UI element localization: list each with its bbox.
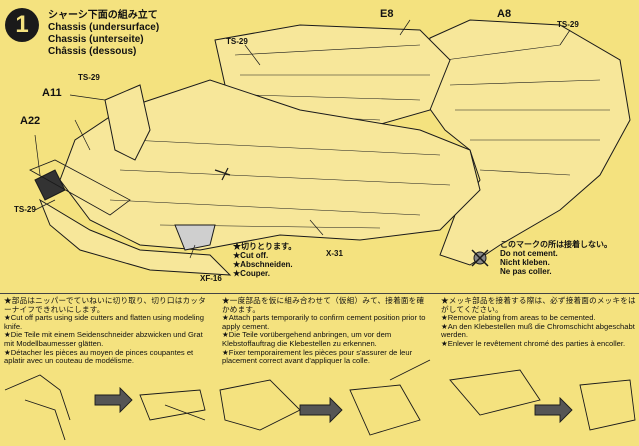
cut-note-en: ★Cut off. (233, 251, 269, 260)
label-a22: A22 (20, 115, 41, 127)
sketch-knife (139, 389, 206, 421)
instruction-plating-de: ★An den Klebestellen muß die Chromschich… (441, 321, 635, 340)
label-a11: A11 (42, 87, 62, 99)
chassis-floor (59, 79, 481, 251)
label-ts29-b: TS-29 (226, 37, 248, 46)
cut-note-fr: ★Couper. (233, 269, 270, 278)
no-cement-en: Do not cement. (500, 249, 558, 258)
step-title-fr: Châssis (dessous) (48, 46, 137, 57)
cut-note-jp: ★切りとります。 (233, 242, 297, 251)
label-xf16: XF-16 (200, 274, 222, 283)
section-divider (0, 293, 639, 294)
label-ts29-a: TS-29 (557, 20, 579, 29)
instruction-test-fit-jp: ★一度部品を仮に組み合わせて（仮組）みて、接着面を確かめます。 (222, 296, 425, 314)
sketch-plated-part (579, 379, 636, 431)
sketch-cement (349, 359, 431, 436)
step-title-en: Chassis (undersurface) (48, 22, 160, 33)
sketch-remove-plating (449, 369, 541, 416)
label-x31: X-31 (326, 249, 343, 258)
no-cement-fr: Ne pas coller. (500, 267, 552, 276)
step-title-jp: シャーシ下面の組み立て (48, 10, 158, 21)
no-cement-icon (471, 249, 489, 267)
instruction-cutting-fr: ★Détacher les pièces au moyen de pinces … (4, 347, 194, 366)
step-title-de: Chassis (unterseite) (48, 34, 144, 45)
no-cement-note: このマークの所は接着しない。 Do not cement. Nicht kleb… (500, 240, 612, 276)
instruction-test-fit-de: ★Die Teile vorübergehend anbringen, um v… (222, 330, 392, 348)
sketch-temporary-fit (219, 379, 301, 431)
instruction-cutting: ★部品はニッパーでていねいに切り取り、切り口はカッターナイフできれいにします。 … (4, 296, 209, 366)
instruction-test-fit: ★一度部品を仮に組み合わせて（仮組）みて、接着面を確かめます。 ★Attach … (222, 296, 427, 366)
cut-note-de: ★Abschneiden. (233, 260, 293, 269)
step-number-badge: 1 (5, 8, 39, 42)
label-a8: A8 (497, 8, 512, 20)
instruction-plating: ★メッキ部品を接着する際は、必ず接着面のメッキをはがしてください。 ★Remov… (441, 296, 636, 349)
instruction-plating-en: ★Remove plating from areas to be cemente… (441, 313, 596, 323)
instruction-plating-jp: ★メッキ部品を接着する際は、必ず接着面のメッキをはがしてください。 (441, 296, 636, 314)
instruction-test-fit-en: ★Attach parts temporarily to confirm cem… (222, 313, 426, 331)
sketch-side-cutters (4, 374, 71, 441)
no-cement-de: Nicht kleben. (500, 258, 550, 267)
instruction-cutting-jp: ★部品はニッパーでていねいに切り取り、切り口はカッターナイフできれいにします。 (4, 296, 206, 314)
instruction-cutting-de: ★Die Teile mit einem Seidenschneider abz… (4, 330, 203, 348)
instruction-plating-fr: ★Enlever le revêtement chromé des partie… (441, 338, 626, 348)
instruction-cutting-en: ★Cut off parts using side cutters and fl… (4, 313, 204, 331)
label-ts29-d: TS-29 (14, 205, 36, 214)
step-title: シャーシ下面の組み立て Chassis (undersurface) Chass… (48, 10, 159, 58)
instruction-test-fit-fr: ★Fixer temporairement les pièces pour s'… (222, 347, 413, 366)
cut-off-note: ★切りとります。 ★Cut off. ★Abschneiden. ★Couper… (233, 242, 296, 278)
label-e8: E8 (380, 8, 394, 20)
no-cement-jp: このマークの所は接着しない。 (500, 240, 612, 249)
a22-duct (34, 169, 66, 201)
label-ts29-c: TS-29 (78, 73, 100, 82)
a11-bracket (104, 84, 151, 161)
xf16-part (174, 224, 216, 251)
